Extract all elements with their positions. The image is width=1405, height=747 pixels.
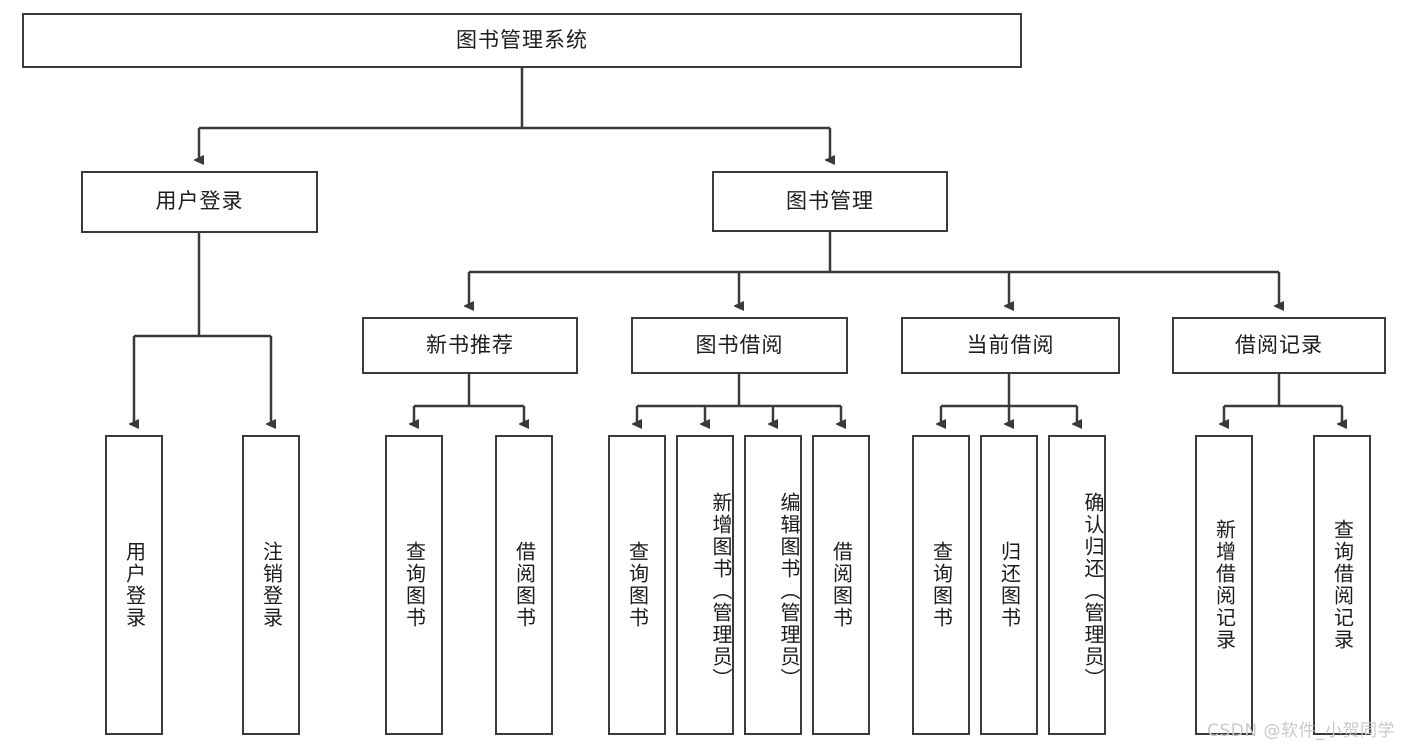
leaf-query-book-2[interactable]: 查询图书 (608, 435, 666, 735)
leaf-return-book[interactable]: 归还图书 (980, 435, 1038, 735)
leaf-query-book-3-label: 查询图书 (929, 541, 954, 629)
node-current-borrow[interactable]: 当前借阅 (901, 317, 1120, 374)
node-user-login-label: 用户登录 (155, 189, 244, 214)
leaf-return-book-label: 归还图书 (997, 541, 1022, 629)
node-book-manage[interactable]: 图书管理 (712, 171, 948, 232)
node-book-borrow-label: 图书借阅 (695, 332, 784, 357)
leaf-add-book[interactable]: 新增图书（管理员） (676, 435, 734, 735)
node-root[interactable]: 图书管理系统 (22, 13, 1022, 68)
leaf-borrow-book-1-label: 借阅图书 (512, 541, 537, 629)
node-borrow-record[interactable]: 借阅记录 (1172, 317, 1386, 374)
node-root-label: 图书管理系统 (456, 27, 588, 52)
leaf-confirm-return-label: 确认归还（管理员） (1081, 492, 1105, 690)
node-user-login[interactable]: 用户登录 (81, 171, 318, 233)
leaf-logout[interactable]: 注销登录 (242, 435, 300, 735)
leaf-query-book-1-label: 查询图书 (402, 541, 427, 629)
watermark: CSDN @软件_小贺同学 (1207, 721, 1395, 741)
leaf-borrow-book-1[interactable]: 借阅图书 (495, 435, 553, 735)
leaf-query-record[interactable]: 查询借阅记录 (1313, 435, 1371, 735)
node-new-book-rec-label: 新书推荐 (426, 332, 514, 357)
leaf-query-book-2-label: 查询图书 (625, 541, 650, 629)
leaf-add-record[interactable]: 新增借阅记录 (1195, 435, 1253, 735)
leaf-query-record-label: 查询借阅记录 (1330, 519, 1355, 651)
node-book-manage-label: 图书管理 (786, 188, 874, 213)
node-book-borrow[interactable]: 图书借阅 (631, 317, 848, 374)
node-new-book-rec[interactable]: 新书推荐 (362, 317, 578, 374)
leaf-borrow-book-2-label: 借阅图书 (829, 541, 854, 629)
leaf-query-book-3[interactable]: 查询图书 (912, 435, 970, 735)
leaf-add-record-label: 新增借阅记录 (1212, 519, 1237, 651)
leaf-user-login[interactable]: 用户登录 (105, 435, 163, 735)
leaf-query-book-1[interactable]: 查询图书 (385, 435, 443, 735)
node-borrow-record-label: 借阅记录 (1235, 332, 1323, 357)
leaf-confirm-return[interactable]: 确认归还（管理员） (1048, 435, 1106, 735)
leaf-edit-book-label: 编辑图书（管理员） (777, 492, 801, 690)
node-current-borrow-label: 当前借阅 (966, 332, 1055, 357)
leaf-user-login-label: 用户登录 (122, 541, 147, 629)
leaf-edit-book[interactable]: 编辑图书（管理员） (744, 435, 802, 735)
leaf-borrow-book-2[interactable]: 借阅图书 (812, 435, 870, 735)
leaf-add-book-label: 新增图书（管理员） (709, 492, 733, 690)
leaf-logout-label: 注销登录 (259, 541, 284, 629)
